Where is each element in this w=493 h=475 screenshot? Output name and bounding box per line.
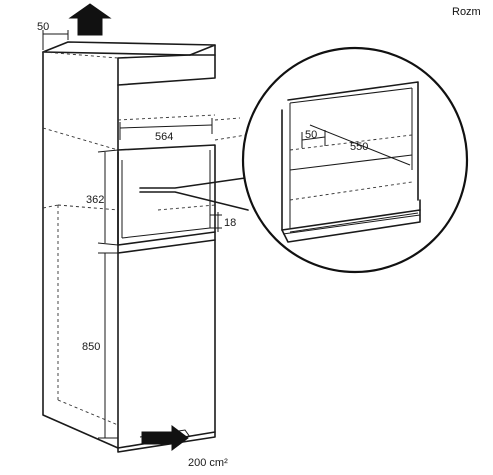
cabinet-outline [42,41,266,453]
label-lower-height: 850 [82,341,100,353]
label-shelf-thickness: 18 [224,217,236,229]
label-detail-offset: 50 [305,129,317,141]
label-niche-width: 564 [155,131,173,143]
header-label: Rozm [452,6,481,18]
right-arrow-icon [141,425,189,451]
lower-door [117,239,216,449]
detail-magnifier [241,46,469,274]
label-niche-height: 362 [86,194,104,206]
label-detail-depth: 550 [350,141,368,153]
dim-top-gap [42,30,69,50]
label-vent-area: 200 cm² [188,457,228,469]
oven-niche [117,144,216,246]
cabinet-top-face [42,41,216,56]
label-top-gap: 50 [37,21,49,33]
up-arrow-icon [68,3,112,36]
callout-leader [139,177,249,211]
dim-lower-height [98,252,118,439]
cabinet-top-front [117,54,216,86]
dim-niche-height [97,149,119,246]
cabinet-left-side [42,51,119,449]
upper-panel [117,54,191,86]
dim-shelf [210,212,222,232]
dim-niche-width [119,118,213,140]
